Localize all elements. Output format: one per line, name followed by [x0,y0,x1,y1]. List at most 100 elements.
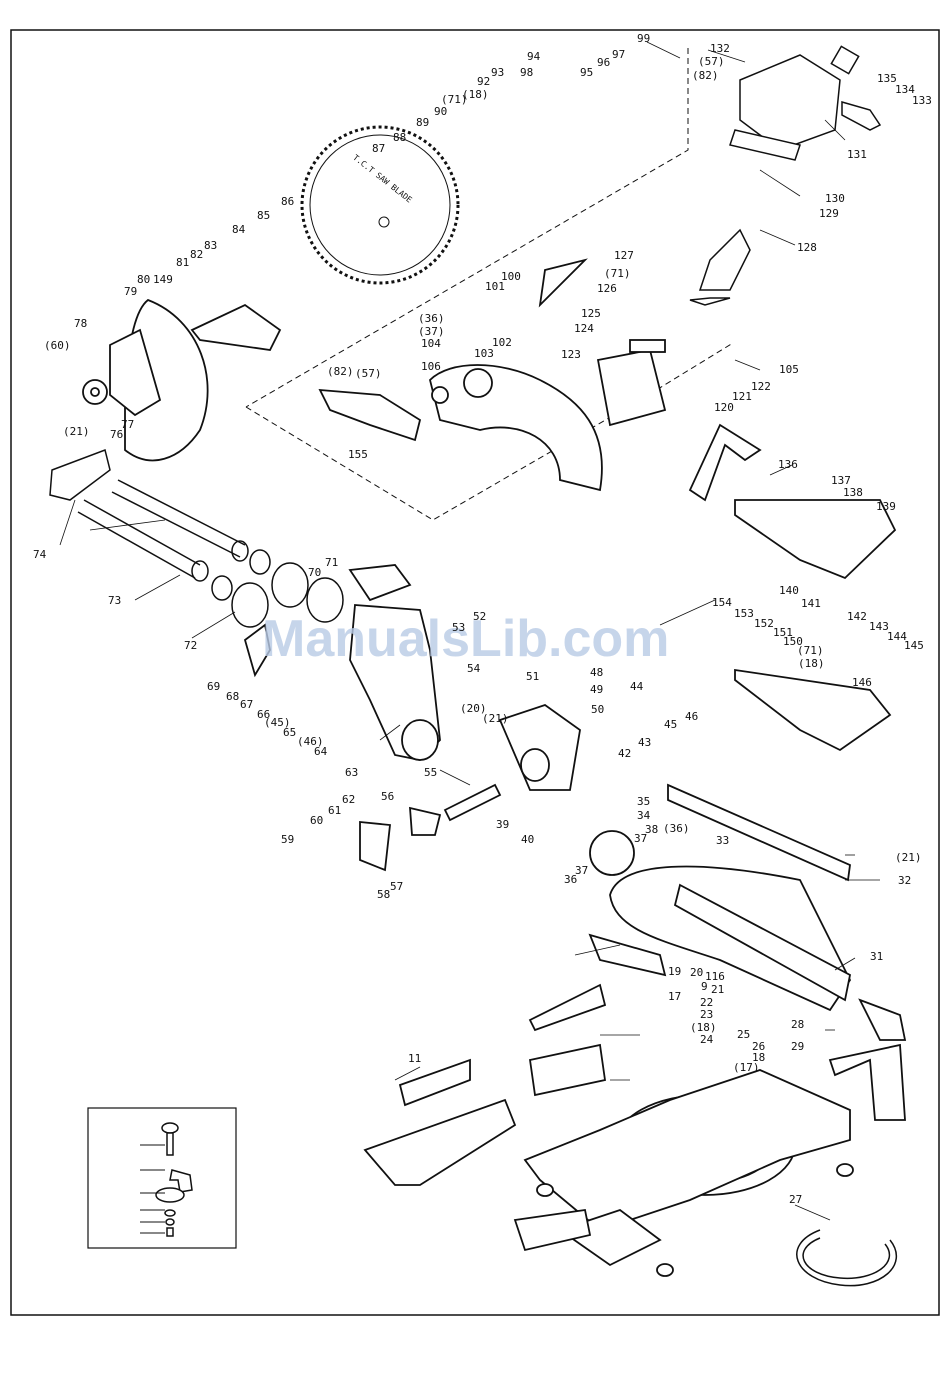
part-label: 20 [690,966,703,979]
clamp-ring [796,1229,897,1287]
part-label: 64 [314,745,328,758]
part-label: (71) [797,644,824,657]
part-label: 70 [308,566,321,579]
part-label: 130 [825,192,845,205]
part-label: 93 [491,66,504,79]
table-and-base [363,783,907,1277]
part-label: 61 [328,804,341,817]
part-label: 25 [737,1028,750,1041]
part-label: 39 [496,818,509,831]
part-label: (18) [462,88,489,101]
part-label: 134 [895,83,915,96]
watermark: ManualsLib.com [262,610,669,668]
part-label: 28 [791,1018,804,1031]
part-label: 38 [645,823,658,836]
part-label: 43 [638,736,651,749]
part-label: 31 [870,950,883,963]
part-label: 65 [283,726,296,739]
part-label: 18 [752,1051,765,1064]
part-label: 73 [108,594,121,607]
part-label: 26 [752,1040,765,1053]
part-label: 78 [74,317,87,330]
part-label: 72 [184,639,197,652]
part-label: 142 [847,610,867,623]
part-label: 132 [710,42,730,55]
part-label: 29 [791,1040,804,1053]
part-label: 86 [281,195,294,208]
part-label: 141 [801,597,821,610]
inset-box [87,1107,237,1249]
page-border [10,29,940,1316]
part-label: (18) [690,1021,717,1034]
part-label: 137 [831,474,851,487]
part-label: 133 [912,94,932,107]
part-label: (18) [798,657,825,670]
part-label: 101 [485,280,505,293]
part-label: 69 [207,680,220,693]
part-label: 44 [630,680,644,693]
part-label: 17 [668,990,681,1003]
part-label: 125 [581,307,601,320]
part-label: 71 [325,556,338,569]
part-label: 53 [452,621,465,634]
part-label: 82 [190,248,203,261]
part-label: 59 [281,833,294,846]
part-label: (57) [698,55,725,68]
part-label: 57 [390,880,403,893]
part-label: 60 [310,814,323,827]
part-label: 138 [843,486,863,499]
part-label: 149 [153,273,173,286]
part-label: 83 [204,239,217,252]
part-label: 55 [424,766,437,779]
part-label: (46) [297,735,324,748]
part-labels: 99 132 97 94 (57) (82) 135 134 133 96 95… [33,32,932,1206]
part-label: 68 [226,690,239,703]
saw-blade: T.C.T SAW BLADE [300,125,460,285]
part-label: (60) [44,339,71,352]
part-label: (57) [355,367,382,380]
part-label: 66 [257,708,270,721]
part-label: 139 [876,500,896,513]
part-label: 96 [597,56,610,69]
part-label: 99 [637,32,650,45]
part-label: 106 [421,360,441,373]
part-label: 145 [904,639,924,652]
part-label: (21) [63,425,90,438]
part-label: 19 [668,965,681,978]
part-label: 54 [467,662,481,675]
slide-rails [49,449,344,628]
part-label: 103 [474,347,494,360]
part-label: 50 [591,703,604,716]
part-label: 120 [714,401,734,414]
part-label: 79 [124,285,137,298]
blade-guard [82,298,282,462]
part-label: 58 [377,888,390,901]
part-label: 42 [618,747,631,760]
part-label: 90 [434,105,447,118]
part-label: 11 [408,1052,421,1065]
part-label: 62 [342,793,355,806]
part-label: 40 [521,833,534,846]
part-label: 89 [416,116,429,129]
part-label: 49 [590,683,603,696]
part-label: 131 [847,148,867,161]
part-label: 36 [564,873,577,886]
part-label: (17) [733,1061,760,1074]
part-label: 77 [121,418,134,431]
part-label: 135 [877,72,897,85]
leader-lines [59,41,880,1221]
part-label: 116 [705,970,725,983]
part-label: 126 [597,282,617,295]
part-label: 52 [473,610,486,623]
part-label: 127 [614,249,634,262]
part-label: 63 [345,766,358,779]
part-label: 123 [561,348,581,361]
part-label: 35 [637,795,650,808]
motor-housing [689,45,882,306]
part-label: 124 [574,322,594,335]
part-label: 92 [477,75,490,88]
part-label: (20) [460,702,487,715]
part-label: 37 [634,832,647,845]
part-label: 95 [580,66,593,79]
